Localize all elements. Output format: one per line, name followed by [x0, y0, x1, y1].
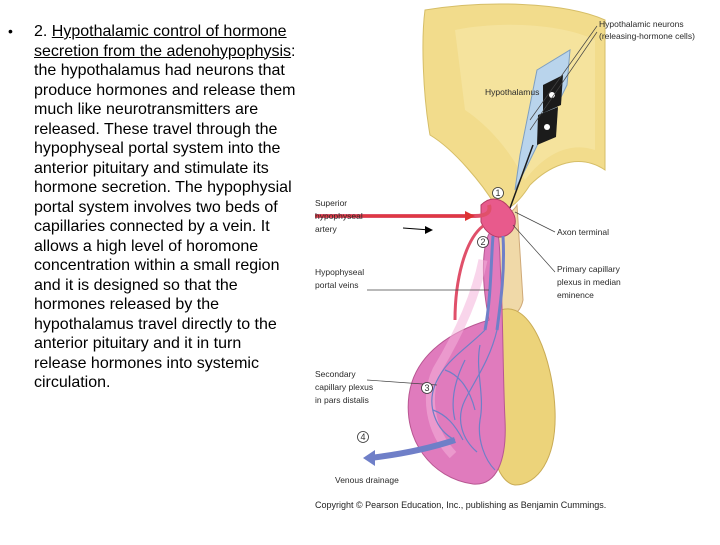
label-superior: Superior: [315, 198, 347, 208]
step-markers: 1 2 3 4: [357, 187, 504, 443]
label-hypophyseal: hypophyseal: [315, 211, 363, 221]
label-portal-veins: portal veins: [315, 280, 358, 290]
secondary-capillary-plexus: [431, 329, 498, 471]
label-pars-distalis: in pars distalis: [315, 395, 369, 405]
step-number-1: 1: [495, 188, 500, 198]
superior-hypophyseal-artery: [315, 204, 492, 218]
step-marker-3: [421, 382, 433, 394]
leader-lines: [366, 25, 598, 386]
axon-line: [509, 144, 534, 209]
venous-drainage-arrow: [363, 450, 375, 466]
copyright-notice: Copyright © Pearson Education, Inc., pub…: [315, 500, 606, 510]
bullet-body-text: : the hypothalamus had neurons that prod…: [34, 42, 296, 392]
artery-pointer-head: [425, 226, 433, 234]
step-number-3: 3: [424, 383, 429, 393]
bullet-number: 2.: [34, 23, 52, 40]
bullet-marker: •: [8, 23, 13, 39]
venous-drainage-vessel: [369, 437, 456, 461]
label-artery: artery: [315, 224, 337, 234]
step-marker-2: [477, 236, 489, 248]
bullet-heading: Hypothalamic control of hormone secretio…: [34, 23, 292, 60]
label-hypothalamic-neurons: Hypothalamic neurons: [599, 19, 684, 29]
portal-vein-1: [483, 235, 495, 331]
portal-vein-2: [495, 235, 506, 331]
diagram-svg: 1 2 3 4 Hypothalamic neurons (releasing-…: [315, 3, 695, 510]
artery-branch: [453, 224, 484, 321]
label-plexus-median: plexus in median: [557, 277, 621, 287]
label-venous-drainage: Venous drainage: [335, 475, 399, 485]
pituitary-portal-diagram: 1 2 3 4 Hypothalamic neurons (releasing-…: [305, 0, 720, 540]
label-axon-terminal: Axon terminal: [557, 227, 609, 237]
artery-arrowhead: [465, 211, 475, 221]
step-marker-4: [357, 431, 369, 443]
step-number-4: 4: [360, 432, 365, 442]
label-hypophyseal-portal: Hypophyseal: [315, 267, 364, 277]
label-releasing-hormone-cells: (releasing-hormone cells): [599, 31, 695, 41]
label-eminence: eminence: [557, 290, 594, 300]
neuron-nucleus-2: [544, 124, 550, 130]
label-capillary-plexus: capillary plexus: [315, 382, 373, 392]
label-hypothalamus: Hypothalamus: [485, 87, 539, 97]
label-secondary: Secondary: [315, 369, 356, 379]
label-primary-capillary: Primary capillary: [557, 264, 621, 274]
anterior-lobe-highlight: [426, 259, 488, 459]
bullet-paragraph: 2. Hypothalamic control of hormone secre…: [34, 22, 296, 393]
step-marker-1: [492, 187, 504, 199]
step-number-2: 2: [480, 237, 485, 247]
neuron-nucleus-1: [549, 92, 555, 98]
